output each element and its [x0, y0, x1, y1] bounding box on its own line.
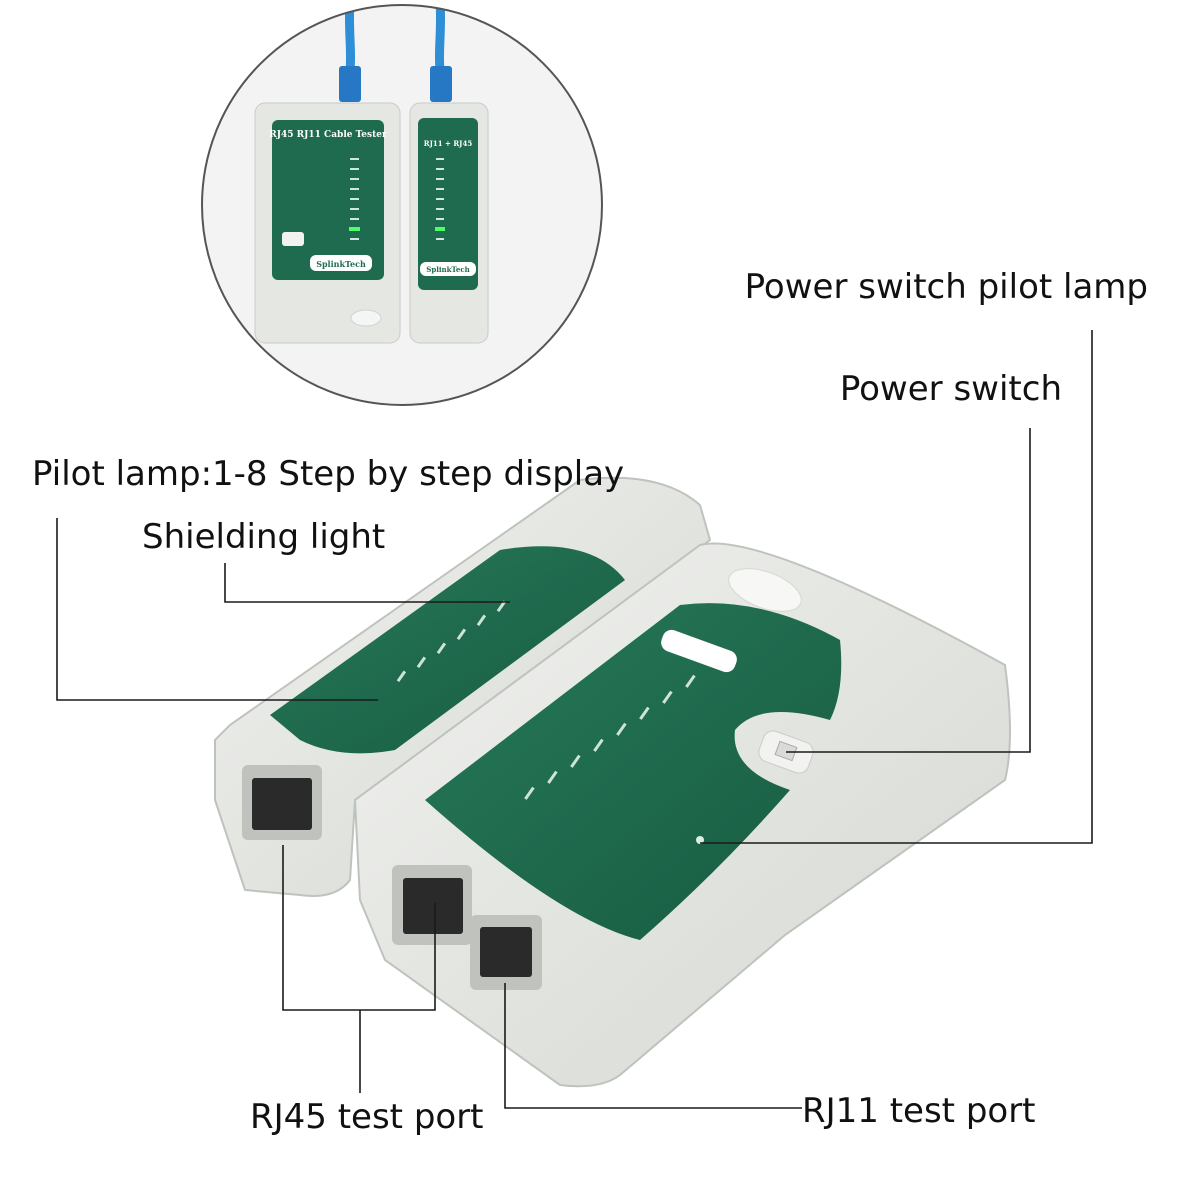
- remote-brand-badge-small: [420, 262, 476, 276]
- leader-rj11: [504, 983, 802, 1109]
- remote-rj45-opening: [252, 778, 312, 830]
- leader-lines: [56, 330, 1093, 1109]
- rj45-plug: [339, 66, 361, 102]
- main-led-strip: [524, 674, 696, 800]
- leader-pilot-lamp: [56, 518, 378, 701]
- switch-small: [282, 232, 304, 246]
- brand-small: SplinkTech: [316, 259, 366, 269]
- leader-power-lamp: [700, 330, 1093, 844]
- label-shielding-light: Shielding light: [142, 517, 385, 557]
- main-title-small: RJ45 RJ11 Cable Tester: [269, 130, 387, 140]
- remote-unit: [214, 476, 712, 897]
- remote-panel-small: [418, 118, 478, 290]
- leader-power-switch: [786, 428, 1031, 753]
- label-rj11-test-port: RJ11 test port: [802, 1091, 1036, 1131]
- main-panel: [425, 603, 842, 940]
- main-rj11-opening: [480, 927, 532, 977]
- button-small: [350, 309, 382, 327]
- cable: [434, 5, 446, 71]
- remote-panel: [270, 546, 625, 754]
- remote-title-small: RJ11 + RJ45: [424, 139, 473, 148]
- inset-photo: RJ45 RJ11 Cable Tester SplinkTech RJ11 +…: [201, 4, 603, 406]
- main-button: [728, 568, 802, 612]
- brand-badge: [661, 629, 737, 673]
- label-rj45-test-port: RJ45 test port: [250, 1097, 484, 1137]
- cable: [344, 5, 356, 71]
- leader-rj45: [282, 845, 436, 1011]
- power-switch-slider: [774, 740, 798, 762]
- power-lamp: [696, 836, 704, 844]
- label-power-switch-pilot-lamp: Power switch pilot lamp: [745, 267, 1148, 307]
- callout-labels: Power switch pilot lamp Power switch Pil…: [32, 267, 1148, 1137]
- label-pilot-lamp: Pilot lamp:1-8 Step by step display: [32, 454, 624, 494]
- rj45-plug: [430, 66, 452, 102]
- brand-badge-small: [310, 255, 372, 271]
- label-power-switch: Power switch: [840, 369, 1062, 409]
- led-column-small: [349, 158, 360, 240]
- main-rj45-opening: [403, 878, 463, 934]
- remote-led-column-small: [435, 158, 445, 240]
- remote-led-strip: [396, 600, 507, 683]
- remote-brand-small: SplinkTech: [426, 265, 469, 274]
- main-unit: [353, 542, 1011, 1088]
- leader-shielding: [224, 563, 510, 603]
